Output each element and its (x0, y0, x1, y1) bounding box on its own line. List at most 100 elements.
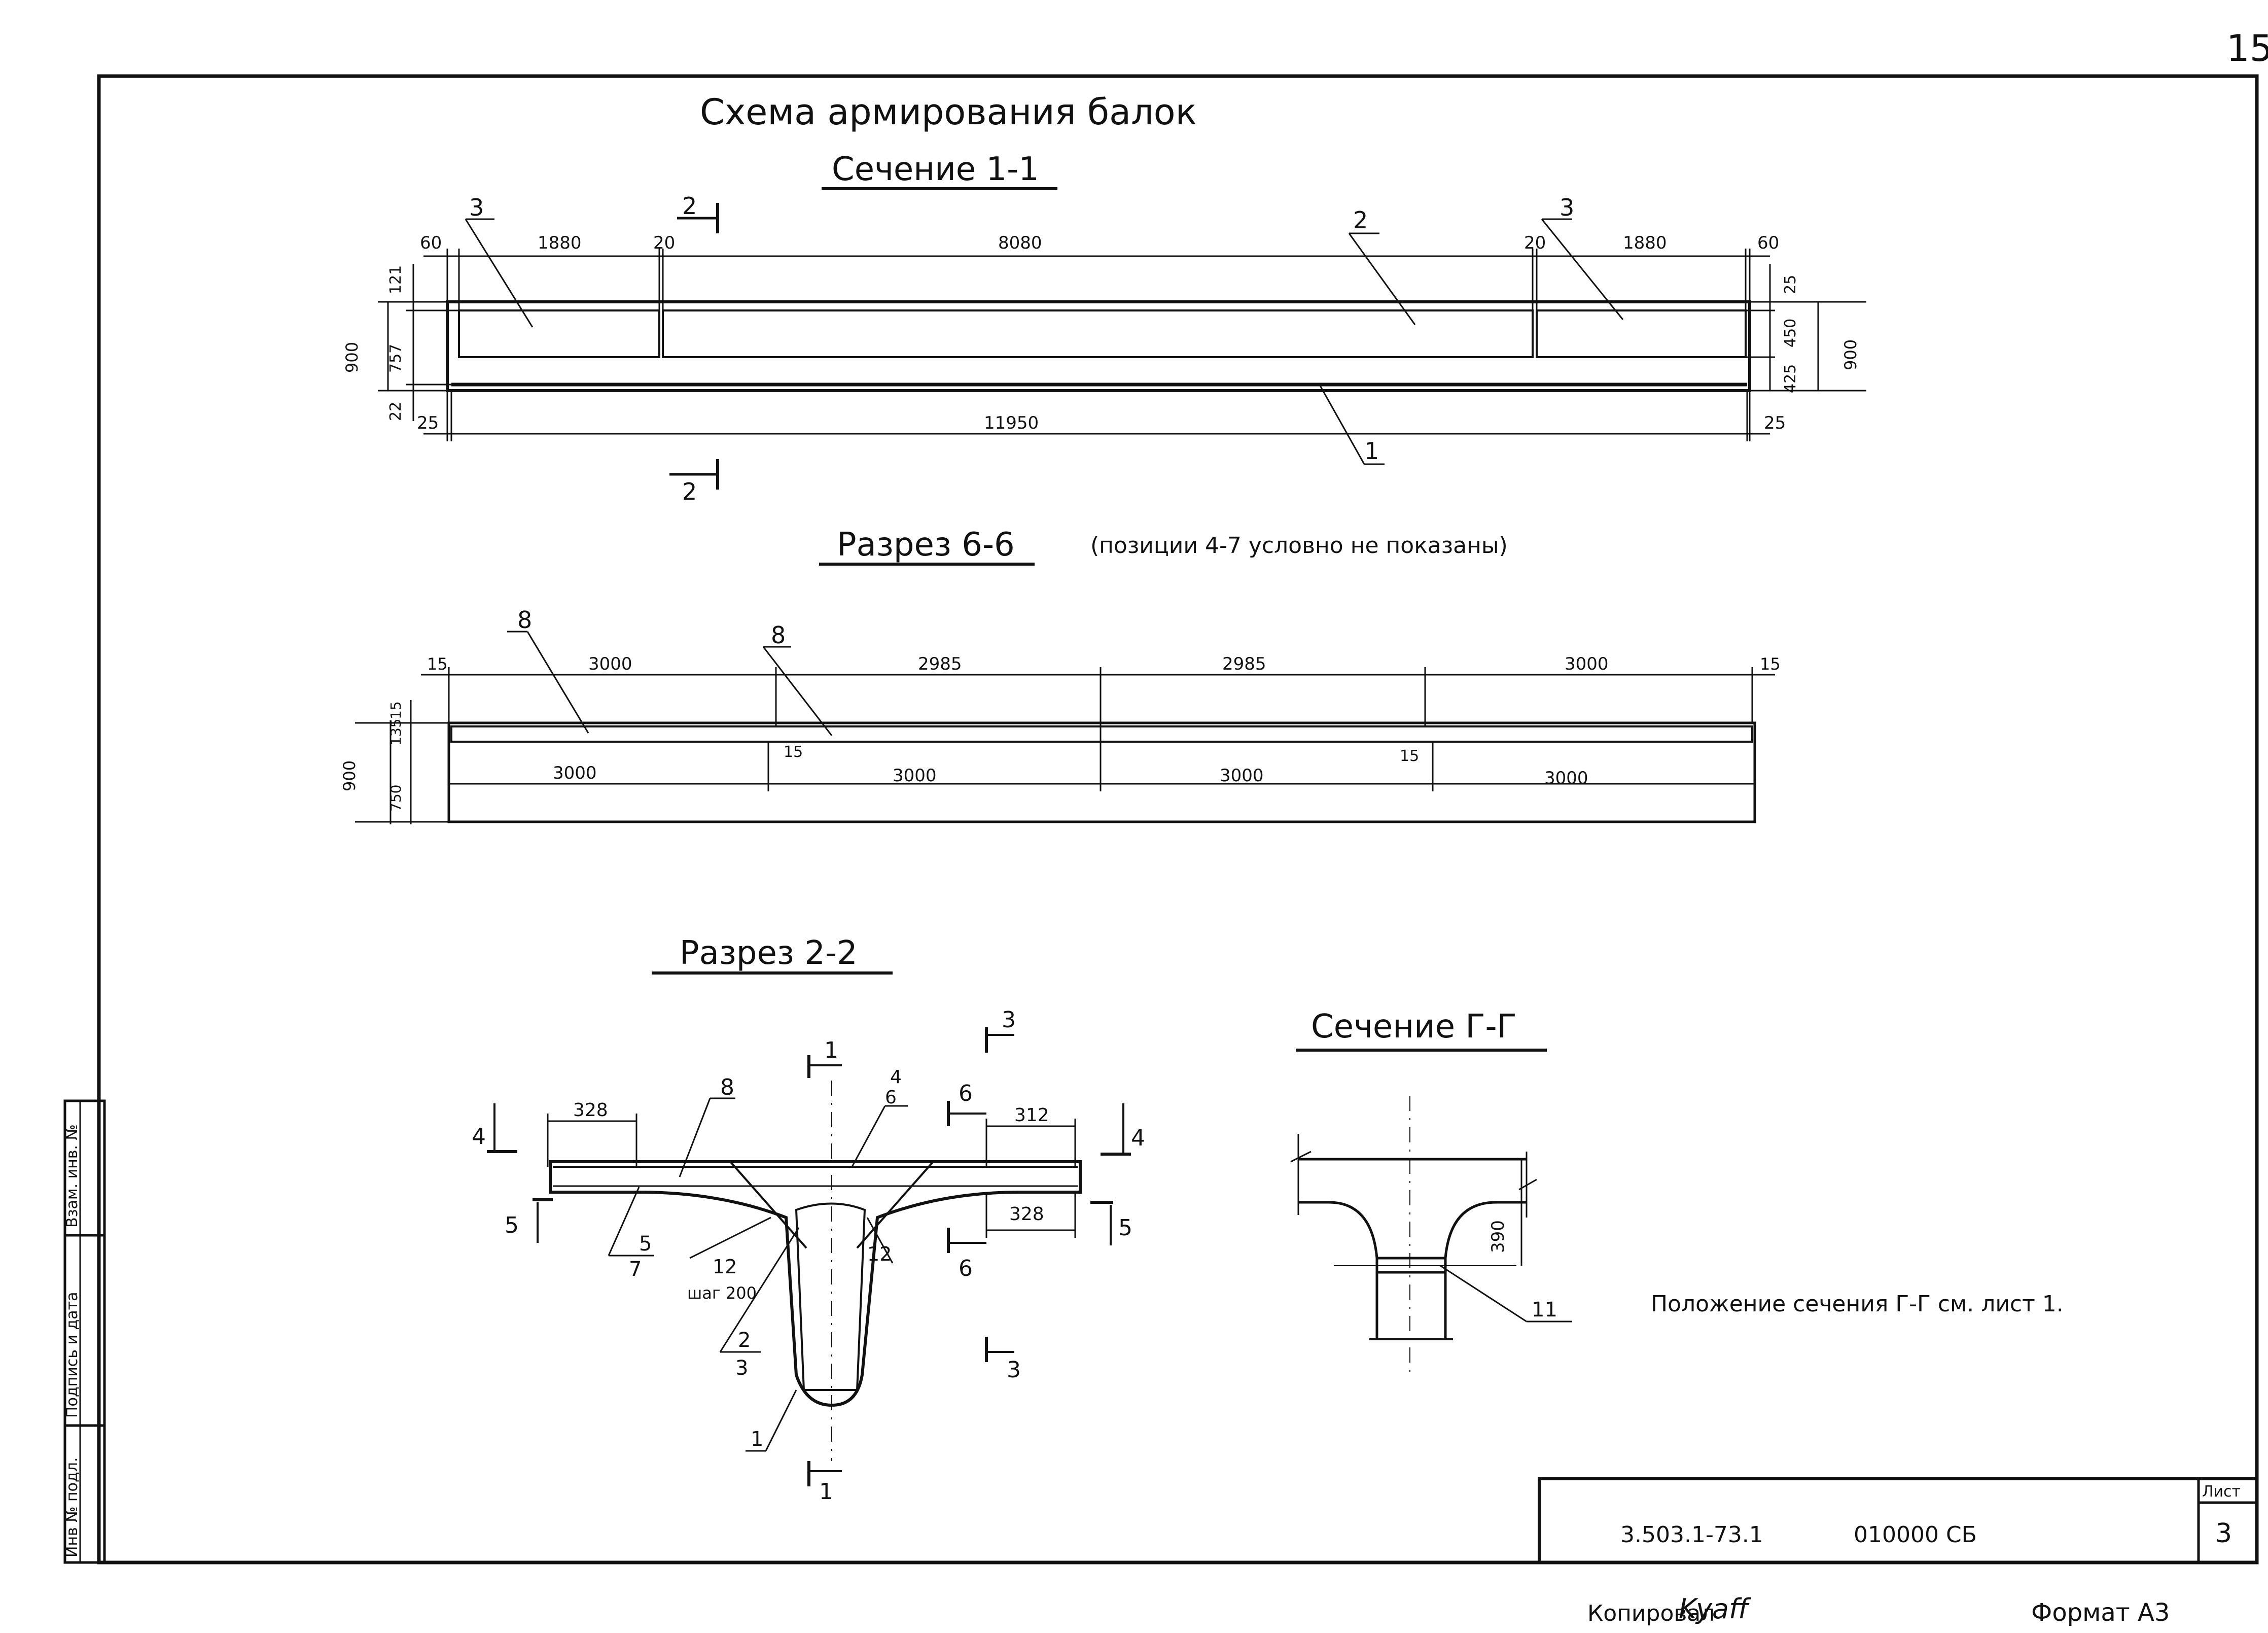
format-label: Формат А3 (2031, 1599, 2170, 1627)
dim-757: 757 (387, 344, 405, 373)
pos-3-2-2: 3 (735, 1357, 748, 1380)
cut-3-top: 3 (1002, 1007, 1016, 1033)
dim-3000-bot-2: 3000 (893, 766, 937, 786)
pos-1: 1 (1364, 437, 1379, 465)
dim-390: 390 (1488, 1220, 1508, 1253)
section-g-g-drawing: 390 11 (1290, 1096, 1572, 1375)
stamp-podpis-data: Подпись и дата (63, 1292, 81, 1418)
pos-12-left: 12 (713, 1256, 737, 1278)
dim-3000-top-4: 3000 (1565, 654, 1609, 674)
dim-25-left: 25 (417, 413, 439, 433)
copied-label: Копировал (1587, 1601, 1715, 1626)
cage-2 (662, 309, 1534, 358)
dim-20-left: 20 (653, 233, 675, 253)
dim-3000-bot-3: 3000 (1220, 766, 1264, 786)
section-2-2-title: Разрез 2-2 (680, 934, 858, 972)
pos-2: 2 (1353, 206, 1368, 234)
dim-1880-right: 1880 (1623, 233, 1667, 253)
dim-22: 22 (387, 402, 405, 421)
pos-3-left: 3 (469, 194, 484, 221)
drawing-frame (97, 74, 2259, 1565)
pos-3-right: 3 (1560, 194, 1574, 221)
pos-2-2-2: 2 (738, 1329, 751, 1352)
dim-1880-left: 1880 (538, 233, 582, 253)
dim-15-right: 15 (1760, 654, 1781, 674)
dim-328-bottom: 328 (1009, 1204, 1044, 1225)
pos-11: 11 (1532, 1298, 1557, 1322)
dim-3000-bot-4: 3000 (1544, 768, 1588, 788)
dim-15-left: 15 (427, 654, 448, 674)
sheet-number: 3 (2215, 1518, 2232, 1549)
pos-12-right: 12 (867, 1243, 892, 1265)
section-g-g-note: Положение сечения Г-Г см. лист 1. (1651, 1291, 2064, 1317)
dim-11950: 11950 (984, 413, 1039, 433)
pos-7-2-2: 7 (629, 1258, 642, 1281)
pos-4-2-2: 4 (890, 1067, 902, 1088)
dim-25-right: 25 (1764, 413, 1786, 433)
section-6-6-drawing: 15 3000 2985 2985 3000 15 3000 3000 3000… (340, 606, 1781, 824)
page-number: 15 (2226, 27, 2268, 70)
dim-750: 750 (387, 785, 404, 812)
dim-3000-top-1: 3000 (588, 654, 632, 674)
pos-6-2-2: 6 (885, 1087, 897, 1108)
section-2-2-drawing: 328 312 328 шаг 200 8 4 6 5 7 12 12 2 3 … (472, 1007, 1145, 1505)
dim-60-left: 60 (420, 233, 442, 253)
pos-5-2-2: 5 (639, 1232, 652, 1256)
beam-profile (549, 1160, 1082, 1407)
section-6-6-title: Разрез 6-6 (837, 526, 1015, 564)
doc-code: 3.503.1-73.1 (1620, 1522, 1763, 1548)
cut-4-right: 4 (1131, 1125, 1145, 1151)
doc-code-2: 010000 СБ (1854, 1522, 1977, 1548)
side-stamp: Инв № подл. Подпись и дата Взам. инв. № (63, 1099, 106, 1564)
section-1-1-drawing: 60 1880 20 8080 20 1880 60 25 11950 25 9… (342, 192, 1866, 505)
dim-900-6-6: 900 (340, 760, 359, 791)
dim-8080: 8080 (998, 233, 1042, 253)
pos-8-left: 8 (517, 606, 532, 634)
copier-signature: Kyaff (1679, 1593, 1751, 1625)
gap-15-left: 15 (784, 743, 803, 761)
dim-328-top: 328 (573, 1100, 608, 1121)
cut-2-top: 2 (682, 192, 697, 220)
dim-425: 425 (1782, 364, 1799, 393)
cut-5-left: 5 (505, 1212, 519, 1238)
dim-20-right: 20 (1524, 233, 1546, 253)
cut-4-left: 4 (472, 1124, 486, 1150)
dim-15-v: 15 (387, 701, 404, 719)
dim-450: 450 (1782, 319, 1799, 348)
cage-3-right (1536, 309, 1747, 358)
cut-3-bottom: 3 (1007, 1357, 1021, 1383)
dim-121: 121 (387, 265, 405, 294)
pos-8-right: 8 (771, 621, 786, 649)
cut-6-bottom: 6 (959, 1256, 973, 1281)
beam-6-6-outline (447, 721, 1756, 823)
section-g-g-title: Сечение Г-Г (1311, 1008, 1517, 1046)
title-block: 3.503.1-73.1 010000 СБ Лист 3 (1538, 1477, 2258, 1564)
beam-outline (446, 300, 1751, 392)
dim-900-right: 900 (1841, 339, 1860, 370)
step-label: шаг 200 (687, 1283, 757, 1303)
section-1-1-title: Сечение 1-1 (832, 151, 1039, 188)
section-6-6-note: (позиции 4-7 условно не показаны) (1090, 533, 1508, 559)
dim-135: 135 (387, 719, 404, 746)
stamp-inv-podl: Инв № подл. (63, 1457, 81, 1557)
sheet-label: Лист (2202, 1483, 2241, 1501)
dim-3000-bot-1: 3000 (553, 763, 597, 783)
cut-5-right: 5 (1118, 1215, 1132, 1241)
stamp-vzam-inv: Взам. инв. № (63, 1124, 81, 1228)
main-title: Схема армирования балок (700, 91, 1197, 133)
dim-2985-2: 2985 (1222, 654, 1266, 674)
pos-8-2-2: 8 (720, 1074, 734, 1100)
dim-312: 312 (1014, 1105, 1049, 1126)
cut-1-top: 1 (824, 1037, 838, 1063)
cut-1-bottom: 1 (819, 1479, 833, 1505)
dim-2985-1: 2985 (918, 654, 962, 674)
bar-8-strip (450, 725, 1753, 743)
cage-3-left (458, 309, 660, 358)
dim-25-rt: 25 (1782, 275, 1799, 294)
dim-900-left: 900 (342, 342, 362, 373)
cut-2-bottom: 2 (682, 478, 697, 505)
cut-6-top: 6 (959, 1081, 973, 1106)
pos-1-2-2: 1 (751, 1428, 763, 1451)
dim-60-right: 60 (1757, 233, 1779, 253)
